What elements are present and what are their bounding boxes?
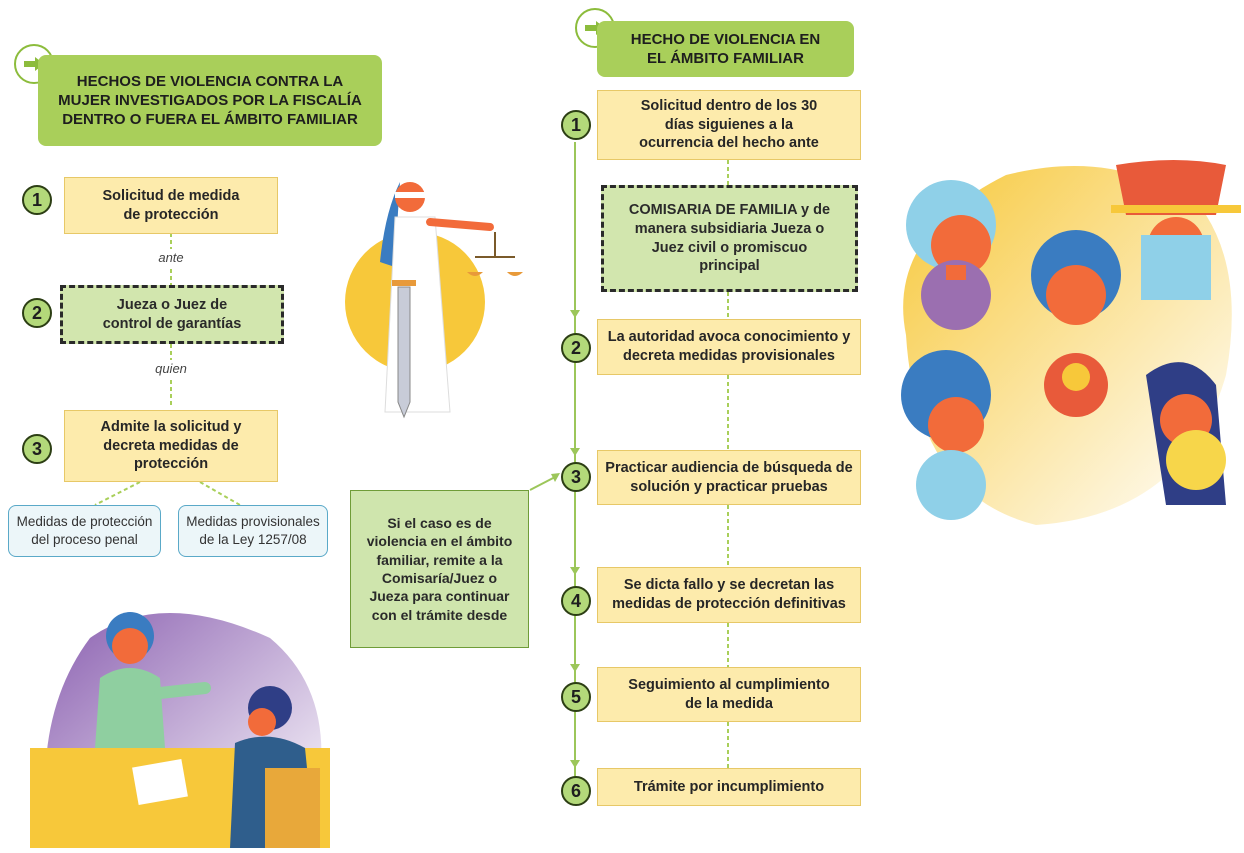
- outcome-box: Medidas de protección del proceso penal: [8, 505, 161, 557]
- lady-justice-illustration: [340, 172, 540, 427]
- outcome-box: Medidas provisionales de la Ley 1257/08: [178, 505, 328, 557]
- step-number: 4: [561, 586, 591, 616]
- step-box: Admite la solicitud y decreta medidas de…: [64, 410, 278, 482]
- step-box: Solicitud dentro de los 30 días siguiene…: [597, 90, 861, 160]
- step-number: 3: [22, 434, 52, 464]
- interview-illustration: [30, 598, 330, 848]
- step-number: 1: [561, 110, 591, 140]
- step-box: La autoridad avoca conocimiento y decret…: [597, 319, 861, 375]
- diverse-women-illustration: [886, 155, 1244, 530]
- step-number: 3: [561, 462, 591, 492]
- left-section-title: HECHOS DE VIOLENCIA CONTRA LA MUJER INVE…: [38, 55, 382, 146]
- step-box: Solicitud de medida de protección: [64, 177, 278, 234]
- step-number: 2: [22, 298, 52, 328]
- authority-box: COMISARIA DE FAMILIA y de manera subsidi…: [601, 185, 858, 292]
- step-box: Se dicta fallo y se decretan las medidas…: [597, 567, 861, 623]
- connector-label: quien: [155, 361, 187, 376]
- step-box: Seguimiento al cumplimiento de la medida: [597, 667, 861, 722]
- step-box-dashed: Jueza o Juez de control de garantías: [60, 285, 284, 344]
- step-number: 6: [561, 776, 591, 806]
- step-number: 1: [22, 185, 52, 215]
- referral-note: Si el caso es de violencia en el ámbito …: [350, 490, 529, 648]
- step-box: Trámite por incumplimiento: [597, 768, 861, 806]
- step-number: 5: [561, 682, 591, 712]
- step-number: 2: [561, 333, 591, 363]
- right-section-title: HECHO DE VIOLENCIA EN EL ÁMBITO FAMILIAR: [597, 21, 854, 77]
- connector-label: ante: [158, 250, 184, 265]
- step-box: Practicar audiencia de búsqueda de soluc…: [597, 450, 861, 505]
